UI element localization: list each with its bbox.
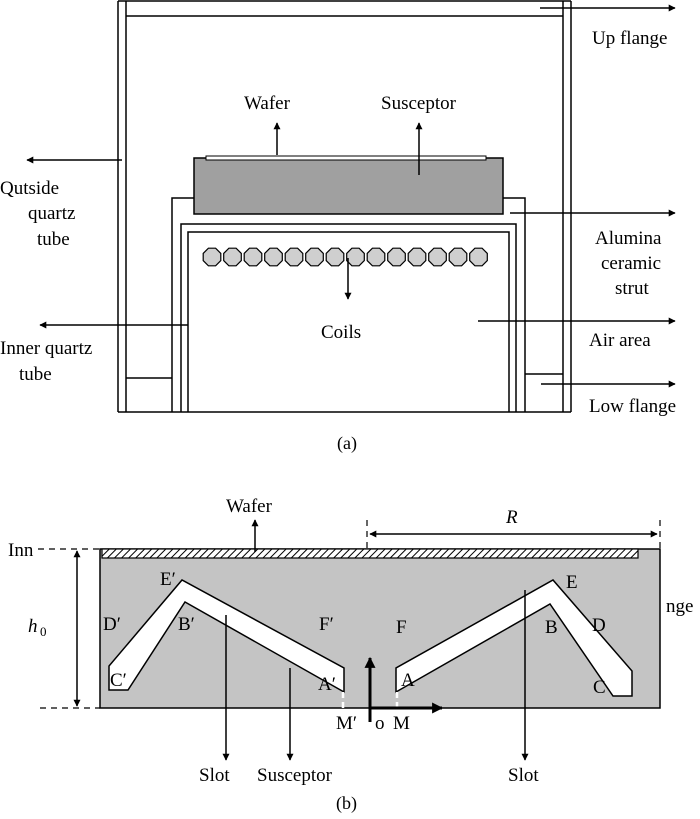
label-height: h: [28, 616, 38, 637]
label-air-area: Air area: [589, 330, 651, 351]
coil-turn: [428, 247, 447, 267]
label-slot-left: Slot: [199, 765, 230, 786]
label-a-prime: A′: [318, 674, 336, 695]
label-slot-right: Slot: [508, 765, 539, 786]
coil-turn: [202, 247, 222, 267]
label-coils: Coils: [321, 322, 361, 343]
label-inner-tube-1: Inner quartz: [0, 338, 92, 359]
label-wafer-a: Wafer: [244, 93, 291, 114]
coil-turn: [284, 247, 304, 267]
label-e: E: [566, 572, 578, 593]
label-o: o: [375, 713, 385, 734]
label-d: D: [592, 615, 606, 636]
label-b: B: [545, 617, 558, 638]
wafer: [205, 155, 487, 161]
label-alumina-1: Alumina: [595, 228, 662, 249]
coil-turn: [325, 247, 345, 267]
alumina-ceramic-strut: [171, 197, 526, 412]
coil-turn: [407, 247, 427, 267]
label-c: C: [593, 677, 606, 698]
pointer-arrows-b: [222, 590, 529, 761]
label-alumina-2: ceramic: [601, 253, 661, 274]
inner-quartz-tube: [180, 223, 517, 412]
susceptor-block: [193, 157, 504, 215]
left-slot: [108, 579, 345, 694]
label-c-prime: C′: [110, 670, 127, 691]
wafer-b: [101, 548, 639, 559]
label-inn: Inn: [8, 540, 34, 561]
label-e-prime: E′: [160, 569, 176, 590]
label-m: M: [393, 713, 410, 734]
label-m-prime: M′: [336, 713, 357, 734]
label-d-prime: D′: [103, 614, 121, 635]
label-susceptor-b: Susceptor: [257, 765, 333, 786]
low-flange: [118, 373, 571, 413]
caption-b: (b): [336, 793, 357, 814]
label-up-flange: Up flange: [592, 28, 667, 49]
label-height-sub: 0: [40, 624, 47, 639]
inner-quartz-tube-inner-wall: [187, 231, 510, 412]
label-a: A: [401, 670, 415, 691]
coil-turn: [366, 247, 386, 267]
coil-turn: [469, 247, 488, 267]
label-alumina-3: strut: [615, 278, 650, 299]
label-low-flange: Low flange: [589, 396, 676, 417]
coil-turn: [346, 247, 365, 267]
diagram-b: Wafer R Inn nge h 0 E′ D′ B′ C′ F′ A′ M′…: [8, 496, 693, 814]
slot-tip-dashes: [341, 692, 399, 740]
label-outside-tube-1: Qutside: [0, 178, 59, 199]
label-b-prime: B′: [178, 614, 195, 635]
label-f: F: [396, 617, 407, 638]
caption-a: (a): [337, 433, 357, 454]
label-nge: nge: [666, 596, 693, 617]
label-wafer-b: Wafer: [226, 496, 273, 517]
coils: [202, 247, 488, 267]
coil-turn: [223, 247, 242, 267]
label-outside-tube-3: tube: [37, 229, 70, 250]
label-susceptor-a: Susceptor: [381, 93, 457, 114]
label-radius: R: [505, 507, 518, 528]
coil-turn: [305, 247, 324, 267]
coil-turn: [448, 247, 468, 267]
coil-turn: [243, 247, 263, 267]
coil-turn: [387, 247, 406, 267]
diagram-a: Up flange Wafer Susceptor Qutside quartz…: [0, 0, 676, 454]
outside-quartz-tube: [117, 0, 572, 412]
pointer-arrows-a: [26, 4, 676, 388]
label-f-prime: F′: [319, 614, 334, 635]
coil-turn: [264, 247, 283, 267]
label-outside-tube-2: quartz: [28, 203, 75, 224]
label-inner-tube-2: tube: [19, 364, 52, 385]
right-slot: [395, 579, 633, 697]
